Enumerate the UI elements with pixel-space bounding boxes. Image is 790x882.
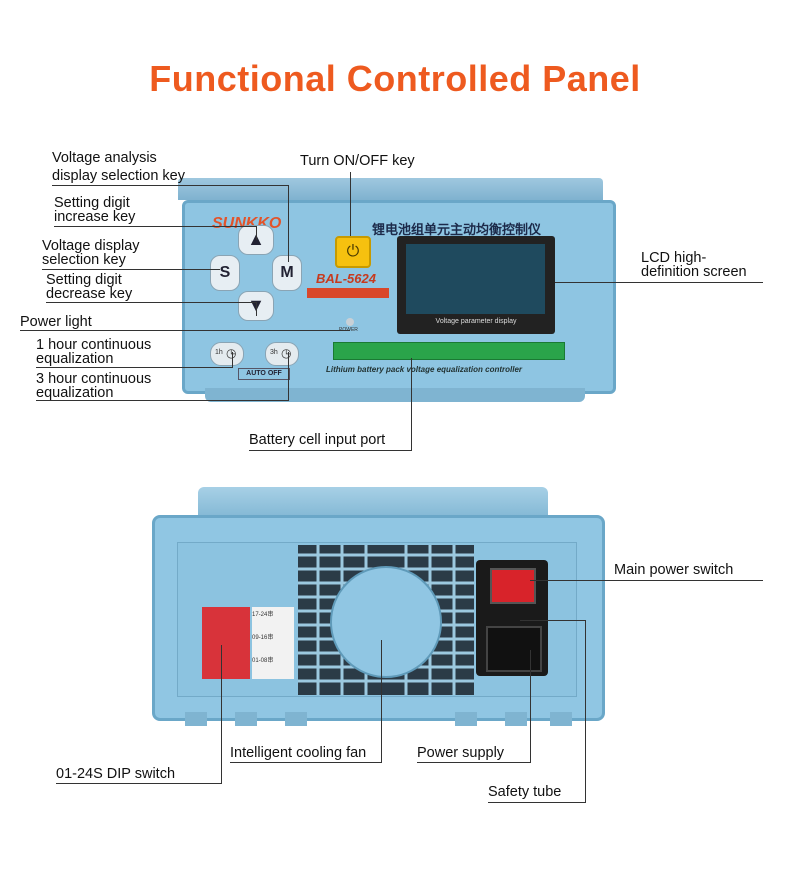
- label-setting-increase-2: increase key: [54, 209, 136, 225]
- dip-switch[interactable]: [202, 607, 250, 679]
- terminal-caption: Lithium battery pack voltage equalizatio…: [326, 365, 523, 374]
- model-subtitle-bar: [307, 288, 389, 298]
- clock-icon: ◷: [226, 346, 236, 360]
- one-hour-label: 1h: [215, 349, 223, 356]
- foot: [185, 712, 207, 726]
- one-hour-button[interactable]: 1h ◷: [210, 342, 244, 366]
- label-setting-decrease-1: Setting digit: [46, 272, 122, 288]
- lcd-screen: [406, 244, 545, 314]
- voltage-analysis-key[interactable]: M: [272, 255, 302, 291]
- label-safety-tube: Safety tube: [488, 784, 562, 800]
- label-setting-decrease-2: decrease key: [46, 286, 133, 302]
- label-turn-on-off: Turn ON/OFF key: [300, 153, 415, 169]
- label-one-hour-1: 1 hour continuous: [36, 337, 152, 353]
- label-cooling-fan: Intelligent cooling fan: [230, 745, 367, 761]
- label-three-hour-1: 3 hour continuous: [36, 371, 152, 387]
- front-unit-top: [178, 178, 603, 200]
- lcd-caption: Voltage parameter display: [435, 318, 517, 325]
- page-title: Functional Controlled Panel: [149, 58, 641, 99]
- label-lcd-2: definition screen: [641, 264, 747, 280]
- label-battery-port: Battery cell input port: [249, 432, 386, 448]
- label-voltage-analysis-1: Voltage analysis: [52, 150, 157, 166]
- battery-cell-input-port: [333, 342, 565, 360]
- three-hour-label: 3h: [270, 349, 278, 356]
- increase-key[interactable]: ▲: [238, 225, 274, 255]
- power-supply-socket: [486, 626, 542, 672]
- front-unit-bottom: [205, 388, 585, 402]
- clock-icon: ◷: [281, 346, 292, 360]
- label-lcd-1: LCD high-: [641, 250, 707, 266]
- key-pad: ▲ ▼ S M: [210, 225, 302, 321]
- power-light: [346, 318, 354, 326]
- foot: [235, 712, 257, 726]
- dip-row-2: 09-16串: [252, 635, 274, 641]
- fan-hub: [330, 566, 442, 678]
- back-unit-top: [198, 487, 548, 515]
- label-one-hour-2: equalization: [36, 351, 114, 367]
- label-dip-switch: 01-24S DIP switch: [56, 766, 176, 782]
- model-name: BAL-5624: [316, 271, 376, 286]
- label-three-hour-2: equalization: [36, 385, 114, 401]
- foot: [285, 712, 307, 726]
- power-on-off-key[interactable]: ⏻: [335, 236, 371, 268]
- label-setting-increase-1: Setting digit: [54, 195, 130, 211]
- dip-row-3: 01-08串: [252, 658, 274, 664]
- foot: [505, 712, 527, 726]
- dip-row-1: 17-24串: [252, 612, 274, 618]
- label-voltage-display-2: selection key: [42, 252, 126, 268]
- label-power-supply: Power supply: [417, 745, 505, 761]
- three-hour-button[interactable]: 3h ◷: [265, 342, 299, 366]
- foot: [455, 712, 477, 726]
- foot: [550, 712, 572, 726]
- power-icon: ⏻: [346, 243, 360, 260]
- device-cn-title: 锂电池组单元主动均衡控制仪: [372, 222, 542, 237]
- voltage-display-selection-key[interactable]: S: [210, 255, 240, 291]
- auto-off-label: AUTO OFF: [238, 368, 290, 380]
- label-power-light: Power light: [20, 314, 92, 330]
- dip-legend: 17-24串 09-16串 01-08串: [252, 607, 294, 679]
- label-voltage-display-1: Voltage display: [42, 238, 140, 254]
- label-voltage-analysis-2: display selection key: [52, 168, 185, 184]
- label-main-power-switch: Main power switch: [614, 562, 734, 578]
- main-power-switch[interactable]: [490, 568, 536, 604]
